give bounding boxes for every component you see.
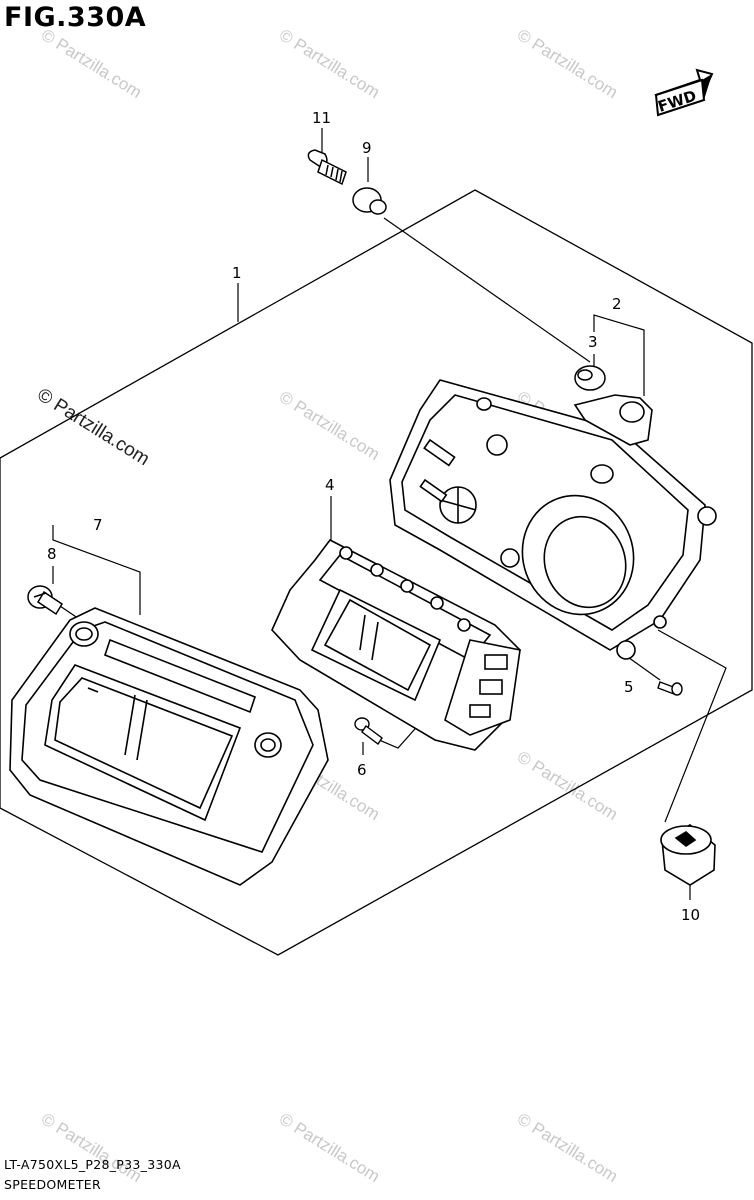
watermark-text: © Partzilla.com	[276, 387, 383, 464]
grommet-3	[574, 365, 606, 391]
callout-7: 7	[93, 516, 103, 534]
screw-8	[27, 585, 64, 616]
callout-3: 3	[588, 333, 598, 351]
watermark-text: © Partzilla.com	[38, 1109, 145, 1186]
front-cover-7	[9, 607, 329, 886]
figure-name: SPEEDOMETER	[4, 1177, 101, 1192]
callout-9: 9	[362, 139, 372, 157]
figure-title: FIG.330A	[4, 2, 147, 33]
model-code: LT-A750XL5_P28_P33_330A	[4, 1157, 181, 1172]
callout-11: 11	[312, 109, 331, 127]
callout-labels: 1 2 3 4 5 6 7 8 9 10 11	[47, 109, 700, 924]
callout-8: 8	[47, 545, 57, 563]
fwd-arrow-icon: FWD	[654, 68, 714, 117]
screw-5	[657, 681, 683, 696]
callout-6: 6	[357, 761, 367, 779]
watermark-text: © Partzilla.com	[33, 384, 153, 470]
grommet-10	[660, 824, 716, 886]
bolt-11	[307, 149, 347, 186]
callout-5: 5	[624, 678, 634, 696]
callout-4: 4	[325, 476, 335, 494]
watermark-text: © Partzilla.com	[514, 1109, 621, 1186]
screw-6	[354, 717, 383, 746]
watermark-text: © Partzilla.com	[276, 25, 383, 102]
assembly-boundary	[0, 189, 753, 956]
callout-1: 1	[232, 264, 242, 282]
watermark-text: © Partzilla.com	[514, 747, 621, 824]
rear-case-2	[389, 379, 717, 660]
fwd-label: FWD	[656, 87, 699, 116]
watermark-text: © Partzilla.com	[276, 1109, 383, 1186]
meter-unit-4	[271, 538, 521, 751]
callout-2: 2	[612, 295, 622, 313]
grommet-9	[352, 187, 387, 215]
callout-10: 10	[681, 906, 700, 924]
watermark-text: © Partzilla.com	[38, 25, 145, 102]
watermark-text: © Partzilla.com	[514, 25, 621, 102]
